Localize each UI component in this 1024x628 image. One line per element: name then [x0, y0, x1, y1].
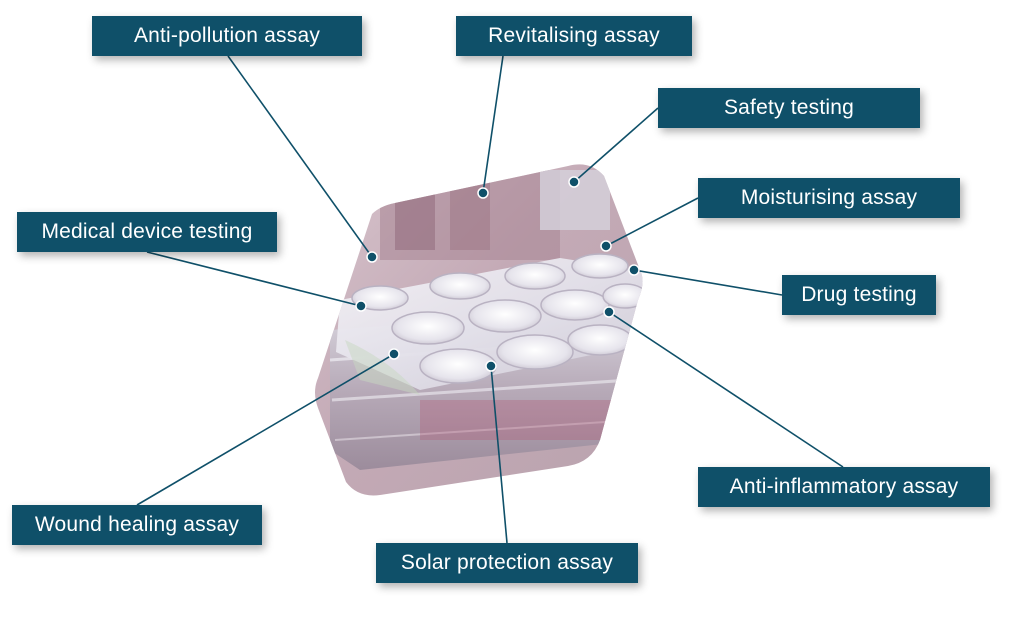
dot-anti-pollution: [366, 251, 378, 263]
connector-wound-healing: [136, 353, 395, 506]
connector-solar-protection: [490, 365, 508, 544]
connector-moisturising: [605, 197, 699, 247]
connector-lines: [136, 55, 844, 544]
connector-anti-inflammatory: [608, 311, 844, 468]
label-moisturising-assay: Moisturising assay: [698, 178, 960, 218]
dot-solar-protection: [485, 360, 497, 372]
label-safety-testing: Safety testing: [658, 88, 920, 128]
dot-medical-device: [355, 300, 367, 312]
label-wound-healing-assay: Wound healing assay: [12, 505, 262, 545]
dot-safety: [568, 176, 580, 188]
connector-anti-pollution: [227, 55, 373, 258]
label-revitalising-assay: Revitalising assay: [456, 16, 692, 56]
dot-drug: [628, 264, 640, 276]
cell-culture-plate-image: [315, 164, 643, 496]
label-medical-device-testing: Medical device testing: [17, 212, 277, 252]
label-anti-inflammatory-assay: Anti-inflammatory assay: [698, 467, 990, 507]
connector-safety: [573, 107, 659, 183]
label-solar-protection-assay: Solar protection assay: [376, 543, 638, 583]
anchor-dots: [355, 176, 640, 372]
connector-revitalising: [482, 55, 504, 194]
dot-moisturising: [600, 240, 612, 252]
connector-medical-device: [146, 251, 362, 307]
label-anti-pollution-assay: Anti-pollution assay: [92, 16, 362, 56]
dot-anti-inflammatory: [603, 306, 615, 318]
connector-drug: [633, 269, 783, 296]
label-drug-testing: Drug testing: [782, 275, 936, 315]
dot-wound-healing: [388, 348, 400, 360]
dot-revitalising: [477, 187, 489, 199]
